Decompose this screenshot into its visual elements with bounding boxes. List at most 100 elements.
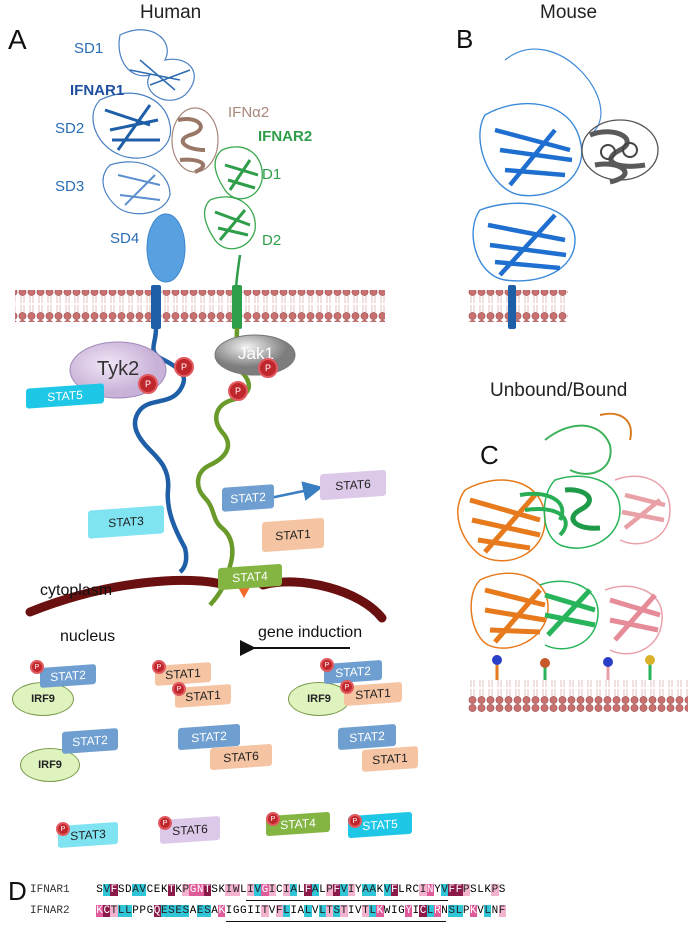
residue: N [426, 884, 434, 896]
mouse-structure [472, 48, 659, 308]
sequence-name: IFNAR1 [30, 884, 70, 896]
label-sd2: SD2 [55, 120, 85, 137]
residue: D [125, 884, 132, 896]
residue: V [340, 884, 348, 896]
residue: G [146, 905, 154, 917]
residue: A [189, 905, 197, 917]
residue: S [167, 905, 176, 917]
label-tyk2: Tyk2 [97, 358, 140, 380]
label-ifnar1: IFNAR1 [70, 82, 125, 99]
residue: I [347, 905, 355, 917]
label-sd1: SD1 [74, 40, 104, 57]
phospho-site-icon: P [138, 374, 158, 394]
residue: A [131, 884, 140, 896]
residue: V [268, 905, 276, 917]
residue: K [218, 905, 226, 917]
ifnar1-structure [92, 29, 195, 283]
tm-underline-ifnar1 [246, 900, 448, 901]
residue: V [355, 905, 362, 917]
residue: I [225, 884, 233, 896]
residue: A [369, 884, 377, 896]
panel-label-a: A [8, 24, 27, 55]
sequence-name: IFNAR2 [30, 905, 70, 917]
label-ifnar2: IFNAR2 [258, 128, 313, 145]
residue: L [117, 905, 125, 917]
residue: E [196, 905, 204, 917]
residue: R [405, 884, 412, 896]
residue: I [282, 884, 291, 896]
residue: L [124, 905, 132, 917]
residue: L [398, 884, 405, 896]
residue: K [218, 884, 226, 896]
residue: N [196, 884, 204, 896]
residue: C [146, 884, 154, 896]
residue: K [175, 884, 182, 896]
residue: C [419, 905, 427, 917]
sequence-residues: SVFSDAVCEKTKPGNTSKIWLIVGICIALFALPFVIYAAK… [96, 884, 506, 896]
ifnar1-tm-helix [151, 285, 161, 329]
nuclear-envelope-right [258, 577, 387, 623]
residue: E [153, 884, 161, 896]
membrane-mouse [468, 290, 568, 322]
residue: E [160, 905, 168, 917]
residue: S [333, 905, 341, 917]
stat3-cytoplasm: STAT3 [88, 505, 164, 539]
residue: G [240, 905, 247, 917]
stat2-nucleus: STAT2 [62, 728, 118, 754]
residue: S [498, 884, 506, 896]
phospho-site-icon: P [152, 660, 166, 674]
residue: V [441, 884, 449, 896]
label-sd3: SD3 [55, 178, 85, 195]
panel-label-c: C [480, 440, 499, 470]
residue: V [311, 905, 319, 917]
irf9-complex-1: IRF9 [12, 682, 74, 716]
residue: I [347, 884, 355, 896]
residue: S [203, 905, 211, 917]
nuclear-envelope-left [25, 575, 230, 617]
residue: R [433, 905, 441, 917]
residue: P [182, 884, 190, 896]
ifnar2-structure [203, 146, 263, 293]
label-d2: D2 [262, 232, 282, 249]
residue: T [110, 905, 118, 917]
residue: I [247, 905, 254, 917]
stat2-to-stat6-arrow [269, 481, 323, 501]
residue: Y [355, 884, 362, 896]
residue: T [326, 905, 334, 917]
phospho-site-icon: P [172, 682, 186, 696]
residue: A [311, 884, 319, 896]
label-ifna2: IFNα2 [228, 104, 270, 121]
stat4-cytoplasm: STAT4 [218, 563, 282, 591]
tm-underline-ifnar2 [226, 921, 446, 922]
residue: L [297, 884, 305, 896]
header-human: Human [140, 2, 202, 23]
residue: V [383, 884, 391, 896]
phospho-site-icon: P [266, 812, 280, 826]
residue: I [254, 905, 262, 917]
residue: F [498, 905, 506, 917]
residue: L [484, 905, 492, 917]
label-gene-induction: gene induction [258, 624, 363, 641]
residue: V [139, 884, 147, 896]
unbound-bound-structure [457, 412, 671, 680]
residue: C [275, 884, 283, 896]
irf9-complex-3: IRF9 [20, 748, 80, 782]
residue: K [469, 905, 477, 917]
residue: C [412, 884, 420, 896]
residue: S [117, 884, 125, 896]
residue: T [203, 884, 211, 896]
phospho-site-icon: P [228, 381, 248, 401]
panel-label-b: B [456, 24, 474, 54]
stat6-nucleus: STAT6 [210, 743, 272, 771]
residue: E [175, 905, 183, 917]
residue: L [304, 905, 312, 917]
sequence-residues: KCTLLPPGQESESAESAKIGGIITVFLIALVLTSTIVTLK… [96, 905, 506, 917]
residue: K [376, 884, 384, 896]
residue: Y [434, 884, 441, 896]
header-mouse: Mouse [540, 2, 598, 23]
label-sd4: SD4 [110, 230, 140, 247]
residue: I [412, 905, 420, 917]
label-cytoplasm: cytoplasm [40, 582, 113, 599]
residue: V [103, 884, 111, 896]
